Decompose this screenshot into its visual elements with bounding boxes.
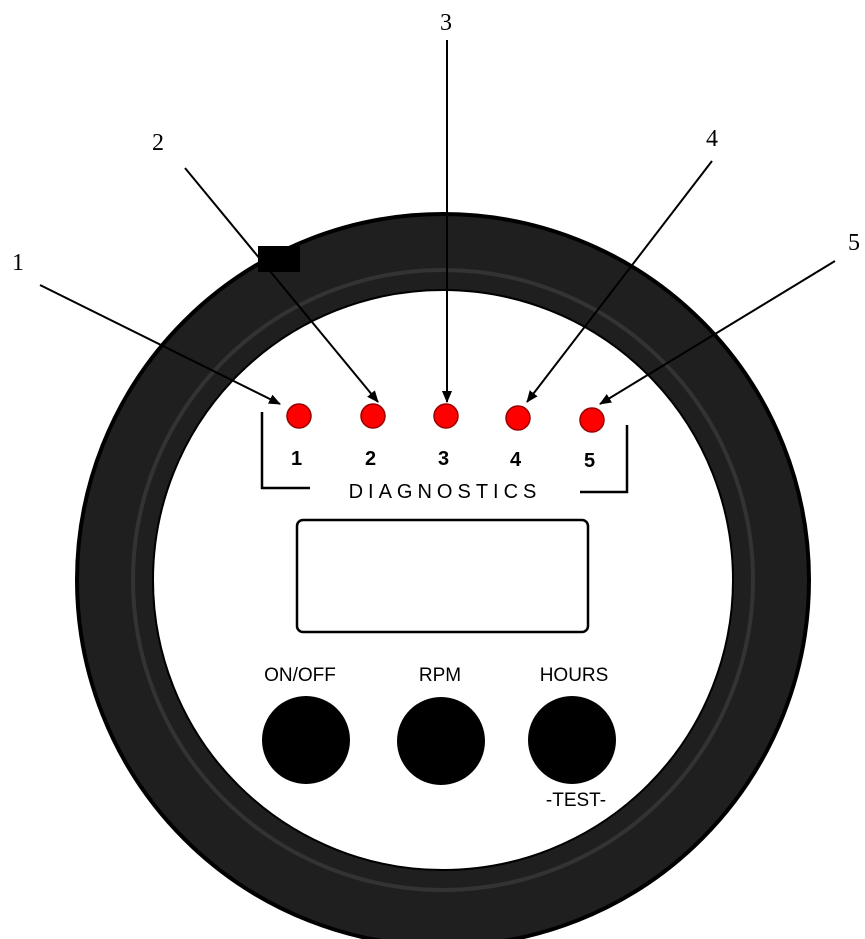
diagnostics-label: DIAGNOSTICS — [349, 481, 542, 503]
test-label: -TEST- — [546, 790, 606, 811]
callout-arrow-1 — [39, 284, 281, 405]
gauge-bezel-inner-rim — [131, 268, 755, 892]
led-number-4: 4 — [510, 449, 522, 471]
callout-number-3: 3 — [440, 10, 452, 36]
bezel-notch — [258, 246, 300, 272]
diagnostic-leds — [286, 403, 605, 433]
callout-number-1: 1 — [12, 250, 24, 276]
callout-arrow-4 — [526, 160, 713, 403]
display-screen — [295, 518, 590, 634]
callout-arrow-5 — [599, 260, 836, 405]
callout-arrows — [39, 40, 836, 405]
led-number-2: 2 — [365, 448, 376, 470]
diagnostics-bracket-left — [260, 412, 310, 490]
callout-arrow-2 — [184, 167, 379, 403]
led-number-5: 5 — [584, 450, 595, 472]
diagnostic-led-3 — [433, 403, 459, 429]
callout-number-4: 4 — [706, 126, 718, 152]
rpm-label: RPM — [419, 665, 461, 686]
on-off-label: ON/OFF — [264, 665, 336, 686]
diagnostic-led-1 — [286, 403, 312, 429]
callout-number-5: 5 — [848, 230, 860, 256]
led-number-3: 3 — [438, 448, 449, 470]
rpm-button[interactable] — [397, 697, 485, 785]
diagnostic-led-4 — [505, 405, 531, 431]
hours-button[interactable] — [528, 696, 616, 784]
led-number-1: 1 — [291, 448, 302, 470]
diagnostic-led-2 — [360, 403, 386, 429]
hours-label: HOURS — [540, 665, 609, 686]
diagnostic-led-5 — [579, 407, 605, 433]
on-off-button[interactable] — [262, 696, 350, 784]
diagnostics-bracket-right — [580, 425, 629, 494]
callout-number-2: 2 — [152, 130, 164, 156]
